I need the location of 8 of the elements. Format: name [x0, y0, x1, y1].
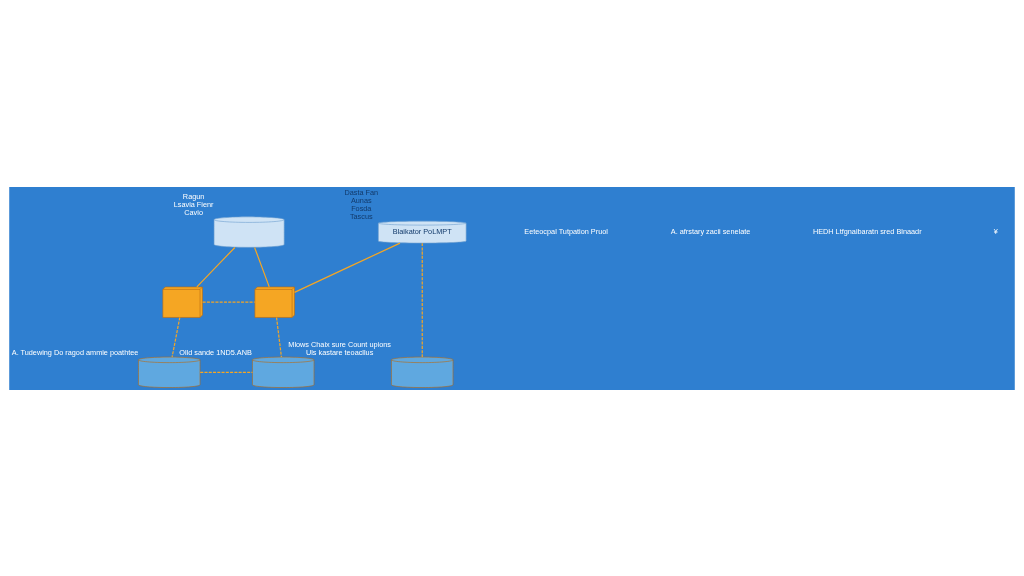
connector: [254, 246, 270, 287]
connector: [421, 242, 423, 358]
connector: [202, 301, 256, 303]
connector: [199, 371, 254, 373]
connector: [196, 246, 236, 287]
connector: [293, 242, 401, 293]
connector: [275, 316, 283, 358]
connector: [171, 316, 181, 358]
